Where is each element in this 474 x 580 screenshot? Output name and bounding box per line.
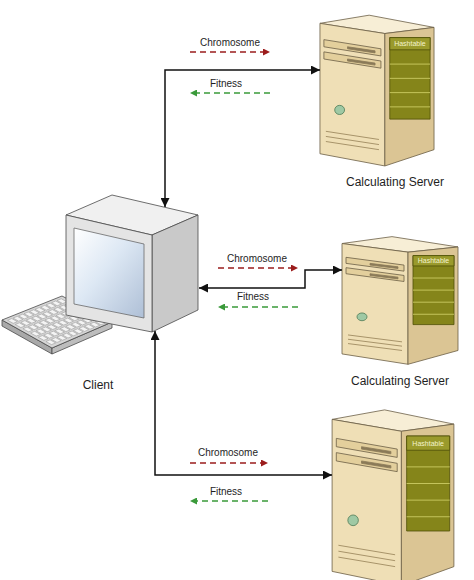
table-panel — [413, 256, 454, 325]
vent-line — [326, 131, 379, 139]
server-outline — [330, 398, 456, 580]
table-header — [390, 38, 430, 50]
message-label: Chromosome — [227, 253, 287, 265]
message-label: Chromosome — [200, 37, 260, 49]
table-row-line — [413, 314, 454, 315]
table-header — [407, 436, 450, 450]
response-arrow — [190, 92, 270, 93]
client-node: Client — [0, 190, 205, 365]
message-label: Fitness — [237, 291, 269, 303]
request-arrow — [218, 267, 298, 268]
table-panel — [390, 38, 430, 120]
node-label: Calculating Server — [346, 175, 444, 189]
link-line — [199, 270, 342, 288]
table-row-line — [413, 290, 454, 291]
table-row-line — [390, 106, 430, 107]
server-front — [332, 419, 401, 580]
table-row-line — [407, 516, 450, 517]
server-node: HashtableCalculating Server — [340, 228, 460, 366]
drive-slot — [370, 274, 398, 279]
keyboard-key — [57, 299, 67, 304]
vent-line — [338, 551, 395, 561]
vent-line — [326, 142, 379, 150]
table-row-line — [390, 64, 430, 65]
server-node: HashtableCalculating Server — [318, 5, 436, 168]
response-arrow — [190, 500, 268, 501]
request-arrow — [190, 51, 270, 52]
keyboard-edge — [2, 320, 52, 354]
drive-slot — [348, 59, 376, 65]
server-side — [401, 424, 454, 580]
table-row-line — [413, 278, 454, 279]
vent-line — [326, 136, 379, 144]
vent-line — [338, 557, 395, 567]
server-outline — [340, 228, 460, 366]
power-button — [348, 515, 359, 526]
monitor-screen — [74, 228, 144, 318]
vent-line — [348, 339, 402, 346]
monitor-front — [66, 215, 152, 332]
drive-slot — [362, 447, 391, 454]
panel-title: Hashtable — [390, 38, 430, 50]
server-node: Hashtable — [330, 398, 456, 580]
link-line — [155, 331, 332, 475]
drive-bay — [324, 52, 381, 68]
table-row-line — [407, 466, 450, 467]
drive-bay — [336, 453, 397, 472]
drive-bay — [346, 268, 404, 282]
table-row-line — [407, 483, 450, 484]
table-header — [413, 256, 454, 266]
response-arrow — [218, 306, 298, 307]
client-computer — [0, 190, 205, 365]
vent-line — [348, 335, 402, 342]
server-outline — [318, 5, 436, 168]
message-label: Chromosome — [198, 447, 258, 459]
node-label: Calculating Server — [351, 374, 449, 388]
panel-title: Hashtable — [407, 436, 450, 450]
panel-title: Hashtable — [413, 256, 454, 266]
table-row-line — [390, 92, 430, 93]
drive-slot — [370, 263, 398, 268]
vent-line — [348, 344, 402, 351]
request-arrow — [190, 462, 268, 463]
node-label: Client — [83, 378, 114, 392]
power-button — [357, 313, 367, 321]
table-row-line — [407, 500, 450, 501]
server-front — [342, 244, 408, 365]
vent-line — [338, 545, 395, 555]
drive-slot — [348, 47, 376, 53]
server-side — [385, 27, 434, 166]
link-line — [165, 70, 320, 207]
table-panel — [407, 436, 450, 531]
message-label: Fitness — [210, 78, 242, 90]
server-side — [408, 247, 458, 364]
server-front — [320, 23, 385, 166]
monitor-side — [152, 215, 198, 332]
message-label: Fitness — [210, 486, 242, 498]
drive-slot — [362, 461, 391, 468]
power-button — [335, 105, 345, 114]
table-row-line — [390, 78, 430, 79]
table-row-line — [413, 302, 454, 303]
